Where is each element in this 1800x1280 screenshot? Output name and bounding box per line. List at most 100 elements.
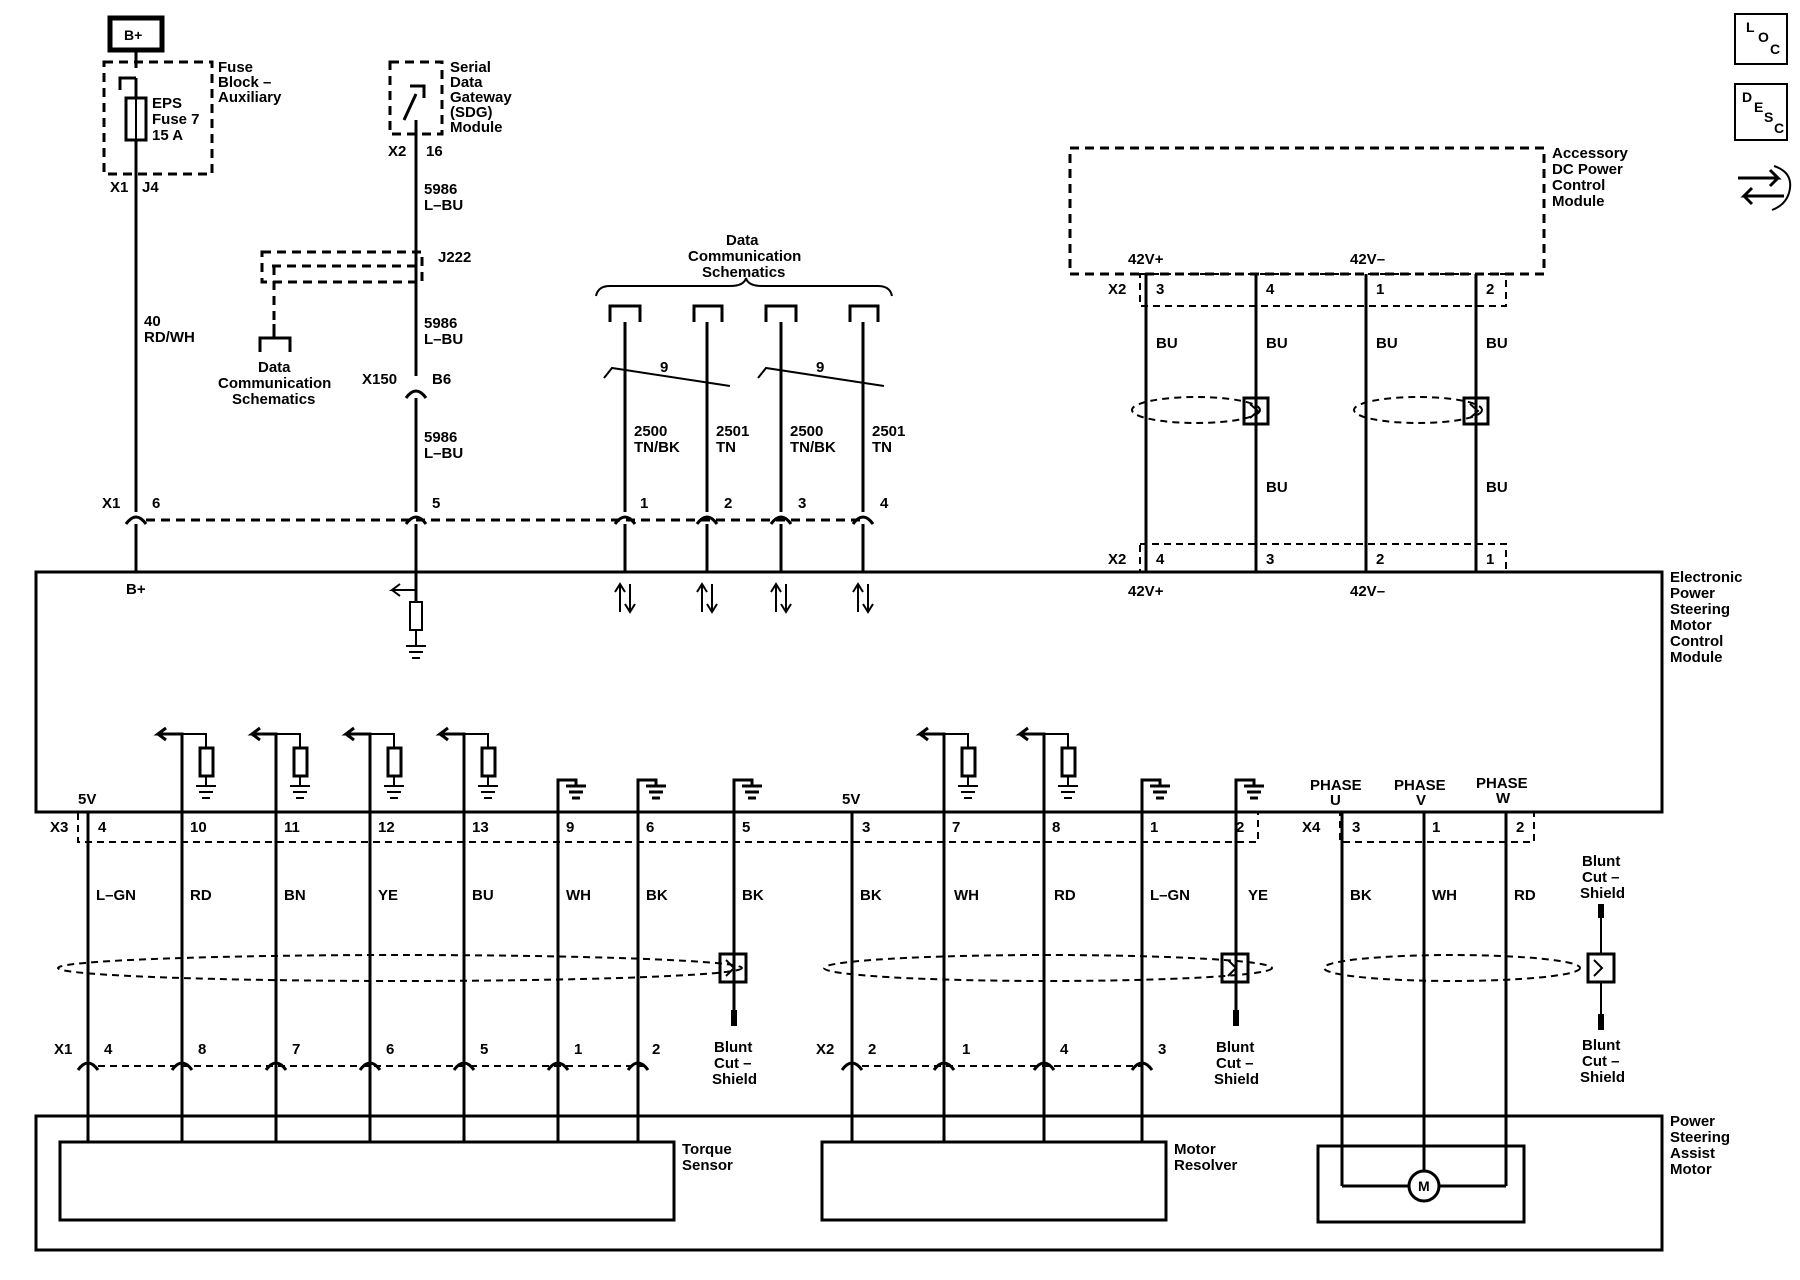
torque-pullups [153, 726, 762, 812]
twisted-pair-marker-a: 9 [603, 359, 731, 387]
acc-top-pin-1: 1 [1376, 281, 1384, 298]
svg-text:Control: Control [1552, 177, 1605, 194]
svg-text:9: 9 [816, 359, 824, 376]
svg-text:Fuse 7: Fuse 7 [152, 111, 200, 128]
svg-text:BK: BK [860, 887, 882, 904]
ecm-pin-5: 5 [432, 495, 440, 512]
acc-top-pin-2: 2 [1486, 281, 1494, 298]
svg-text:1: 1 [962, 1041, 970, 1058]
svg-text:Shield: Shield [1214, 1071, 1259, 1088]
svg-text:TN: TN [716, 439, 736, 456]
acc-wire-color-4: BU [1486, 335, 1508, 352]
torque-sensor-x1-connector: X1 [54, 1041, 72, 1058]
motor-x4-pins: 3 1 2 [1352, 819, 1524, 836]
svg-text:D: D [1742, 89, 1752, 105]
svg-text:Data: Data [450, 74, 483, 91]
svg-text:4: 4 [880, 495, 889, 512]
acc-wire-color-3: BU [1376, 335, 1398, 352]
svg-text:L: L [1746, 19, 1755, 35]
svg-text:Power: Power [1670, 1113, 1715, 1130]
acc-top-pin-4: 4 [1266, 281, 1275, 298]
svg-text:1: 1 [640, 495, 648, 512]
svg-text:15 A: 15 A [152, 127, 183, 144]
svg-text:L–GN: L–GN [96, 887, 136, 904]
svg-text:2: 2 [1516, 819, 1524, 836]
svg-text:BN: BN [284, 887, 306, 904]
svg-text:11: 11 [284, 819, 300, 836]
desc-icon[interactable]: D E S C [1734, 83, 1788, 141]
svg-text:9: 9 [566, 819, 574, 836]
svg-text:6: 6 [646, 819, 654, 836]
acc-x2-top-connector: X2 [1108, 281, 1126, 298]
svg-text:Fuse: Fuse [218, 59, 253, 76]
loc-icon[interactable]: L O C [1734, 13, 1788, 65]
torque-blunt-cut-shield: Blunt Cut – Shield [712, 1039, 757, 1088]
svg-text:Communication: Communication [218, 375, 331, 392]
svg-text:U: U [1330, 792, 1341, 809]
svg-text:5: 5 [742, 819, 750, 836]
svg-text:8: 8 [198, 1041, 206, 1058]
svg-text:13: 13 [472, 819, 489, 836]
svg-text:Steering: Steering [1670, 601, 1730, 618]
ecm-bplus-label: B+ [126, 581, 146, 598]
sdg-wire3-number: 5986 [424, 429, 457, 446]
svg-text:Block –: Block – [218, 74, 271, 91]
svg-text:4: 4 [1060, 1041, 1069, 1058]
phase-v-label: PHASE V [1394, 777, 1446, 809]
svg-text:Serial: Serial [450, 59, 491, 76]
ecm-pin-6: 6 [152, 495, 160, 512]
svg-text:Communication: Communication [688, 248, 801, 265]
motor-symbol: M [1418, 1178, 1430, 1194]
sdg-wire3-color: L–BU [424, 445, 463, 462]
svg-text:Schematics: Schematics [702, 264, 785, 281]
data-comm-schematics-reference[interactable]: Data Communication Schematics [688, 232, 801, 281]
svg-text:Assist: Assist [1670, 1145, 1715, 1162]
acc-bottom-pin-1: 1 [1486, 551, 1494, 568]
data-comm-wire-2: 2501 TN 2 [695, 322, 749, 614]
torque-5v-label: 5V [78, 791, 96, 808]
acc-wire-color-1: BU [1156, 335, 1178, 352]
svg-text:Blunt: Blunt [1216, 1039, 1254, 1056]
svg-text:L–GN: L–GN [1150, 887, 1190, 904]
svg-text:Motor: Motor [1670, 617, 1712, 634]
svg-text:Control: Control [1670, 633, 1723, 650]
resolver-pullups [915, 726, 1264, 812]
acc-top-pin-3: 3 [1156, 281, 1164, 298]
svg-text:TN/BK: TN/BK [634, 439, 680, 456]
eps-fuse: EPS Fuse 7 15 A [124, 95, 200, 144]
acc-42v-minus: 42V– [1350, 251, 1385, 268]
svg-text:Motor: Motor [1174, 1141, 1216, 1158]
connector-swap-icon[interactable] [1738, 165, 1792, 211]
fuse-block-auxiliary: Fuse Block – Auxiliary [102, 59, 282, 176]
acc-bottom-pin-4: 4 [1156, 551, 1165, 568]
torque-sensor-pins: 4 8 7 6 5 1 2 [76, 1041, 660, 1071]
acc-shield-color-2: BU [1486, 479, 1508, 496]
svg-text:2: 2 [652, 1041, 660, 1058]
svg-text:9: 9 [660, 359, 668, 376]
svg-text:5: 5 [480, 1041, 488, 1058]
svg-text:Shield: Shield [712, 1071, 757, 1088]
svg-text:Auxiliary: Auxiliary [218, 89, 282, 106]
svg-text:WH: WH [566, 887, 591, 904]
svg-text:YE: YE [1248, 887, 1268, 904]
svg-text:RD: RD [1054, 887, 1076, 904]
svg-text:7: 7 [292, 1041, 300, 1058]
motor-blunt-cut-shield-bottom: Blunt Cut – Shield [1580, 1037, 1625, 1086]
sdg-data-comm-reference[interactable]: Data Communication Schematics [218, 359, 331, 408]
svg-text:TN: TN [872, 439, 892, 456]
splice-j222: J222 [260, 249, 471, 284]
svg-text:6: 6 [386, 1041, 394, 1058]
acc-bottom-pin-3: 3 [1266, 551, 1274, 568]
svg-text:BU: BU [472, 887, 494, 904]
svg-text:PHASE: PHASE [1476, 775, 1528, 792]
data-comm-wire-3: 2500 TN/BK 3 [769, 322, 836, 614]
svg-text:S: S [1764, 109, 1773, 125]
svg-text:1: 1 [1150, 819, 1158, 836]
svg-text:Shield: Shield [1580, 1069, 1625, 1086]
svg-text:2500: 2500 [790, 423, 823, 440]
battery-supply-label: B+ [107, 15, 165, 53]
motor-wire-colors: BK WH RD [1350, 887, 1536, 904]
ecm-x1-connector: X1 [102, 495, 120, 512]
sdg-wire2-number: 5986 [424, 315, 457, 332]
svg-text:B+: B+ [124, 27, 142, 43]
